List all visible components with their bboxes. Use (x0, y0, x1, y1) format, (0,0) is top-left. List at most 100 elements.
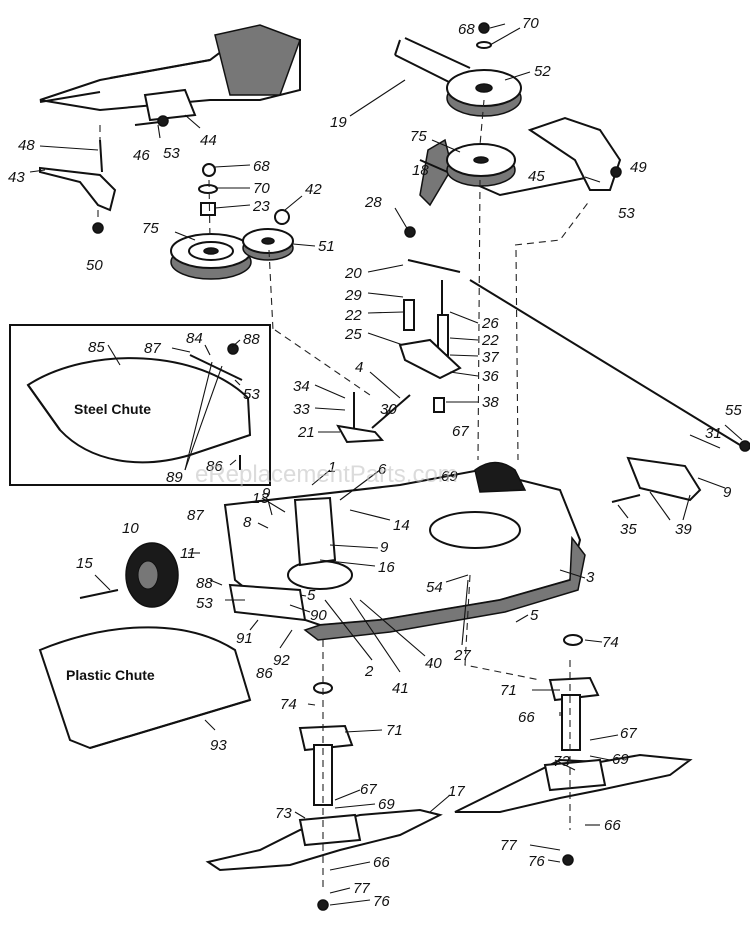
callout: 75 (410, 128, 427, 145)
nut-50 (92, 222, 104, 234)
bracket-39 (626, 456, 702, 502)
callout: 5 (530, 607, 539, 624)
idler-assembly (398, 226, 462, 413)
callout: 66 (518, 709, 535, 726)
callout: 35 (620, 521, 637, 538)
gauge-wheel (125, 542, 179, 608)
callout: 9 (723, 484, 732, 501)
nut-76-right (562, 854, 574, 866)
callout: 50 (86, 257, 103, 274)
pivot-bracket (293, 496, 337, 567)
callout: 76 (373, 893, 390, 910)
plastic-chute-label: Plastic Chute (66, 667, 155, 683)
callout: 51 (318, 238, 335, 255)
blade-adapter-right (543, 758, 607, 792)
bolts-33-34 (336, 392, 411, 444)
callout: 10 (122, 520, 139, 537)
callout: 43 (8, 169, 25, 186)
callout: 89 (166, 469, 183, 486)
callout: 49 (630, 159, 647, 176)
callout: 44 (200, 132, 217, 149)
callout: 6 (378, 461, 387, 478)
callout: 70 (253, 180, 270, 197)
callout: 71 (386, 722, 403, 739)
callout: 92 (273, 652, 290, 669)
bolt-15 (79, 589, 119, 599)
callout: 11 (180, 545, 196, 562)
bolt-48 (99, 139, 103, 173)
callout: 53 (243, 386, 260, 403)
callout: 25 (344, 326, 362, 343)
callout: 31 (705, 425, 722, 442)
callout: 74 (280, 696, 297, 713)
inset-box (9, 324, 271, 486)
plastic-chute-shape (38, 626, 252, 750)
nut-49 (610, 166, 622, 178)
callout: 42 (305, 181, 322, 198)
callout: 20 (344, 265, 362, 282)
callout: 75 (142, 220, 159, 237)
callout: 5 (307, 587, 316, 604)
callout: 71 (500, 682, 517, 699)
callout: 74 (602, 634, 619, 651)
callout: 9 (262, 485, 271, 502)
callout: 73 (553, 753, 570, 770)
callout: 2 (364, 663, 374, 680)
bolt-35 (611, 494, 641, 503)
callout: 93 (210, 737, 227, 754)
callout: 29 (344, 287, 362, 304)
callout: 66 (373, 854, 390, 871)
bracket-43 (39, 166, 117, 212)
callout: 26 (481, 315, 499, 332)
transmission (39, 24, 301, 122)
callout: 13 (252, 490, 269, 507)
callout: 41 (392, 680, 409, 697)
callout: 85 (88, 339, 105, 356)
callout: 22 (344, 307, 362, 324)
callout: 84 (186, 330, 203, 347)
callout: 77 (500, 837, 517, 854)
pulley-75-left (170, 233, 252, 280)
assembly-lines (97, 99, 591, 890)
callout: 1 (328, 459, 336, 476)
callout: 28 (364, 194, 382, 211)
nut-76-left (317, 899, 329, 911)
callout: 40 (425, 655, 442, 672)
callout: 36 (482, 368, 499, 385)
callout: 67 (360, 781, 377, 798)
callout: 69 (378, 796, 395, 813)
steel-chute-label: Steel Chute (74, 401, 151, 417)
bolt-46 (134, 121, 161, 126)
spindle-left (298, 682, 354, 806)
callout: 30 (380, 401, 397, 418)
callout: 53 (163, 145, 180, 162)
callout: 70 (522, 15, 539, 32)
callout: 87 (144, 340, 161, 357)
pulley-51 (242, 228, 294, 261)
leader-lines (29, 23, 743, 906)
callout: 45 (528, 168, 545, 185)
callout: 76 (528, 853, 545, 870)
steel-chute-shape (26, 357, 252, 464)
callout: 34 (293, 378, 310, 395)
spindle-right (548, 634, 600, 751)
spacer-stack-left (198, 163, 290, 225)
callout: 3 (586, 569, 595, 586)
callout: 68 (458, 21, 475, 38)
callout: 39 (675, 521, 692, 538)
callout: 22 (481, 332, 499, 349)
chute-mount (228, 583, 307, 622)
blade-adapter-left (298, 813, 362, 847)
callout: 66 (604, 817, 621, 834)
callout: 55 (725, 402, 742, 419)
pulley-75-right (446, 143, 516, 187)
callout: 86 (206, 458, 223, 475)
callout: 8 (243, 514, 252, 531)
callout: 88 (196, 575, 213, 592)
callout: 17 (448, 783, 465, 800)
callout: 69 (441, 468, 458, 485)
belt-guard-45 (527, 116, 622, 191)
washer-70-top (476, 41, 492, 49)
